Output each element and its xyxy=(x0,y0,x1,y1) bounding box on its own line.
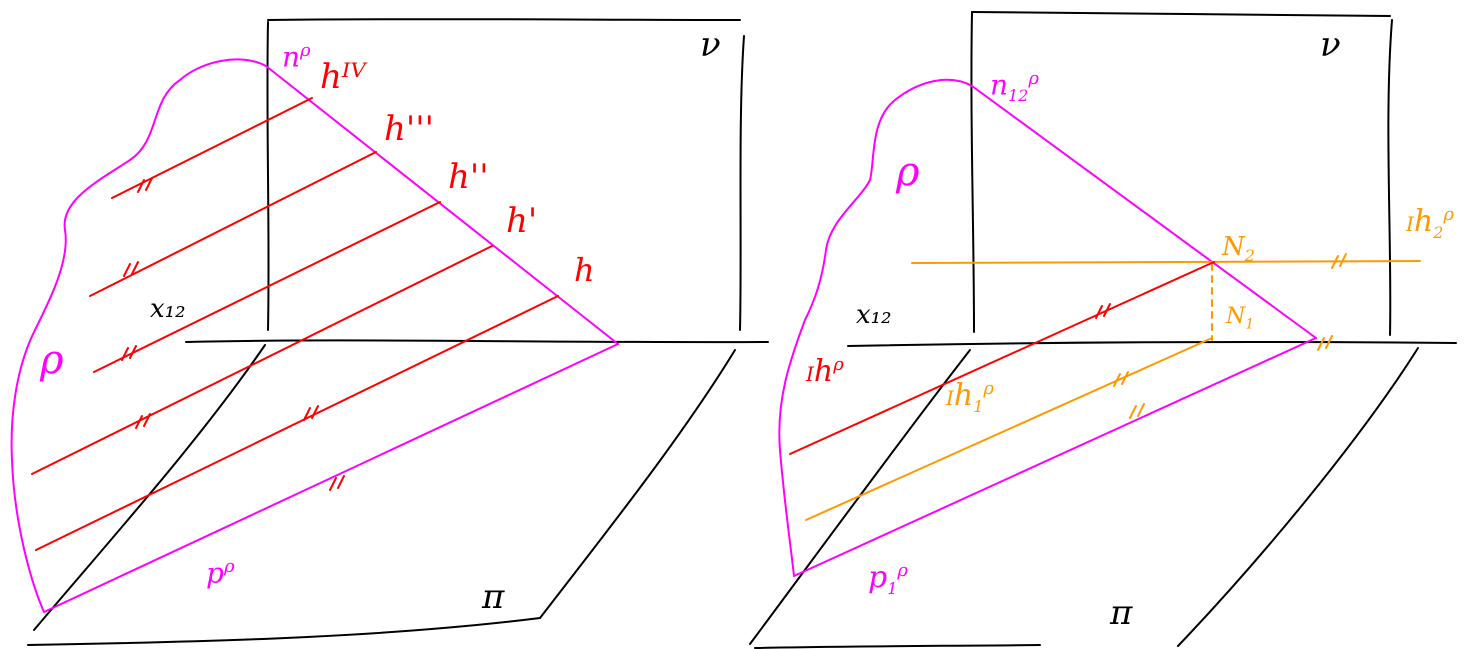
left-label-h1: h' xyxy=(506,201,538,241)
left-horizontal-h4 xyxy=(111,97,313,199)
right-label-Ih: Ihρ xyxy=(806,354,844,389)
left-horizontal-h3 xyxy=(89,151,377,297)
right-nu-frame-right xyxy=(1387,19,1393,336)
right-label-pi: π xyxy=(1110,593,1133,633)
right-tick-Ih2 xyxy=(1331,253,1347,269)
left-label-h2: h'' xyxy=(448,157,489,197)
left-axis-x12 xyxy=(185,339,769,344)
right-label-Ih1: Ih1ρ xyxy=(946,378,995,416)
right-label-rho: ρ xyxy=(896,149,920,195)
right-trace-n12 xyxy=(971,85,1317,339)
left-rho-outline xyxy=(10,58,267,613)
left-label-h: h xyxy=(574,251,595,289)
right-label-trace-p1: p1ρ xyxy=(868,560,908,598)
right-tick-axis xyxy=(1317,335,1333,351)
right-label-Ih2: Ih2ρ xyxy=(1406,204,1455,242)
left-tick-6 xyxy=(329,475,345,491)
right-figure xyxy=(749,11,1457,649)
right-horizontal-Ih1 xyxy=(805,337,1213,521)
right-horizontal-Ih xyxy=(789,261,1215,455)
right-axis-x12 xyxy=(847,341,1457,347)
right-horizontal-Ih2 xyxy=(911,260,1421,264)
left-horizontal-h xyxy=(35,295,559,551)
left-trace-n xyxy=(265,65,619,345)
left-nu-frame-top xyxy=(267,18,741,21)
left-label-h3: h''' xyxy=(384,109,434,149)
left-label-pi: π xyxy=(482,577,505,617)
left-pi-frame-right xyxy=(539,349,736,619)
parallel-marks xyxy=(121,177,1347,491)
right-label-nu: ν xyxy=(1320,25,1341,65)
right-label-axis: x₁₂ xyxy=(856,300,892,330)
left-label-trace-n: nρ xyxy=(282,40,311,74)
right-label-N2: N2 xyxy=(1222,232,1255,266)
left-horizontal-h1 xyxy=(31,245,493,475)
left-tick-2 xyxy=(123,261,139,277)
left-label-rho: ρ xyxy=(40,337,64,383)
left-pi-frame-bottom xyxy=(27,617,541,646)
left-nu-frame-right xyxy=(739,35,745,331)
left-trace-p xyxy=(43,343,619,613)
right-tick-Ih xyxy=(1095,303,1111,319)
left-horizontal-h2 xyxy=(93,201,441,373)
right-nu-frame-top xyxy=(971,11,1391,17)
right-rho-outline xyxy=(778,78,973,577)
left-tick-3 xyxy=(121,345,137,361)
left-tick-1 xyxy=(137,177,153,193)
right-nu-frame-left xyxy=(970,11,975,333)
right-label-trace-n12: n12ρ xyxy=(990,68,1039,105)
right-tick-Ih1 xyxy=(1113,371,1129,387)
left-label-axis: x₁₂ xyxy=(150,294,186,324)
right-pi-frame-bottom xyxy=(754,644,1041,649)
left-figure xyxy=(10,18,769,646)
right-tick-p1 xyxy=(1129,403,1145,419)
left-tick-4 xyxy=(135,413,151,429)
left-label-trace-p: pρ xyxy=(206,556,235,590)
left-nu-frame-left xyxy=(266,21,270,331)
left-tick-5 xyxy=(303,405,319,421)
right-trace-p1 xyxy=(793,337,1317,577)
right-label-N1: N1 xyxy=(1226,304,1255,333)
right-pi-frame-right xyxy=(1177,347,1419,647)
left-label-h4: hᴵⱽ xyxy=(320,57,366,97)
left-pi-frame-left xyxy=(33,344,266,631)
left-label-nu: ν xyxy=(700,25,721,65)
